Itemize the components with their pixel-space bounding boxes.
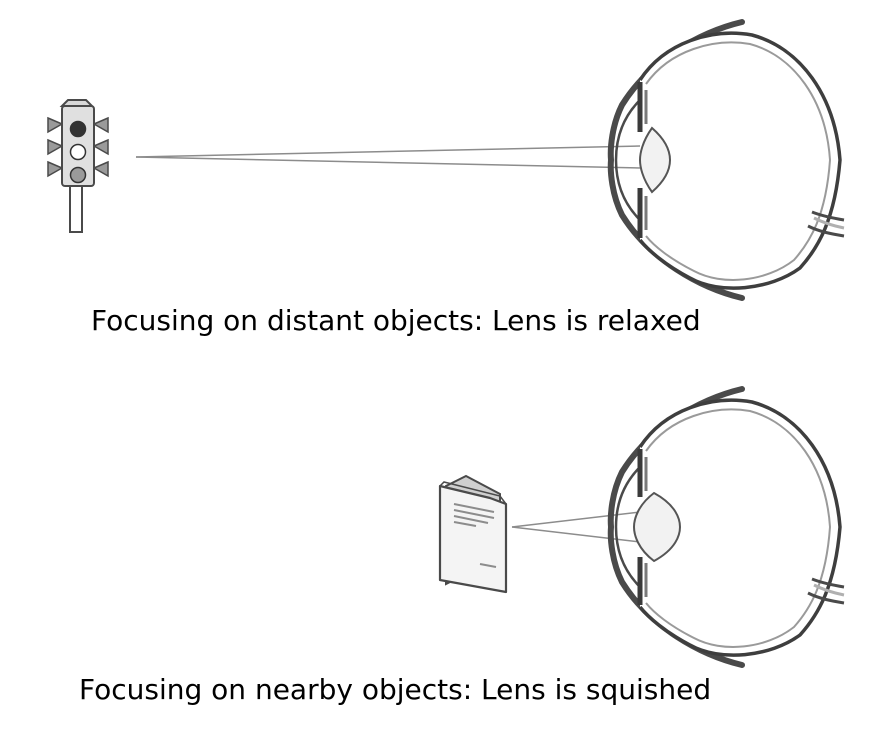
nearby-panel (438, 389, 844, 665)
book-icon (438, 474, 508, 594)
caption-distant: Focusing on distant objects: Lens is rel… (91, 304, 701, 337)
eye-nearby (611, 389, 844, 665)
eye-distant (611, 22, 844, 298)
traffic-light-icon (47, 99, 109, 233)
caption-nearby: Focusing on nearby objects: Lens is squi… (79, 673, 712, 706)
distant-panel (47, 22, 844, 298)
